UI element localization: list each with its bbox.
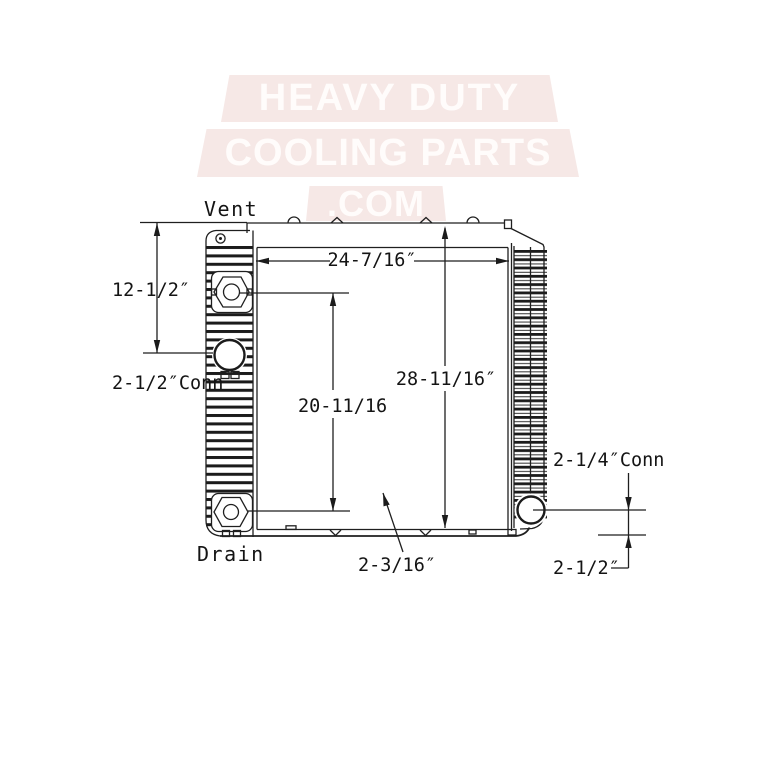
upper-height-value: 12-1/2″ <box>112 280 190 301</box>
left-conn-label: 2-1/2″Conn <box>112 373 223 394</box>
watermark-line3: .COM <box>327 182 425 224</box>
core-width-value: 24-7/16″ <box>327 250 416 271</box>
dim-outlet-offset <box>533 473 646 569</box>
dim-upper-height <box>140 221 247 354</box>
top-tank <box>246 216 513 249</box>
drain-port <box>210 492 254 538</box>
drain-label: Drain <box>197 542 265 566</box>
dim-mid-height <box>240 292 350 512</box>
vent-bolt-icon <box>215 233 226 244</box>
filler-dome-icon <box>466 216 480 224</box>
outlet-offset-value: 2-1/2″ <box>553 558 620 579</box>
watermark-band-3: .COM <box>306 186 446 221</box>
mid-height-value: 20-11/16 <box>298 396 387 417</box>
watermark-line1: HEAVY DUTY <box>258 77 521 119</box>
right-outlet-port <box>514 493 548 527</box>
left-inlet-port <box>212 337 247 380</box>
filler-dome-icon <box>287 216 301 224</box>
bottom-notch-icon <box>419 529 432 537</box>
watermark-band-1: HEAVY DUTY <box>221 75 558 122</box>
bottom-tank <box>220 525 531 537</box>
bottom-notch-icon <box>329 529 342 537</box>
top-tab-icon <box>419 216 433 224</box>
watermark-line2: COOLING PARTS <box>224 131 552 174</box>
total-height-value: 28-11/16″ <box>396 369 496 390</box>
right-conn-label: 2-1/4″Conn <box>553 450 664 471</box>
bottom-depth-value: 2-3/16″ <box>358 555 436 576</box>
watermark-band-2: COOLING PARTS <box>197 129 579 177</box>
dim-total-height <box>441 226 449 528</box>
top-cap <box>503 219 513 230</box>
top-tab-icon <box>330 216 344 224</box>
dim-bottom-depth <box>382 492 404 553</box>
dim-core-width <box>256 257 509 265</box>
vent-label: Vent <box>204 197 258 221</box>
right-tank-fins <box>507 227 547 531</box>
upper-left-port <box>210 270 254 314</box>
